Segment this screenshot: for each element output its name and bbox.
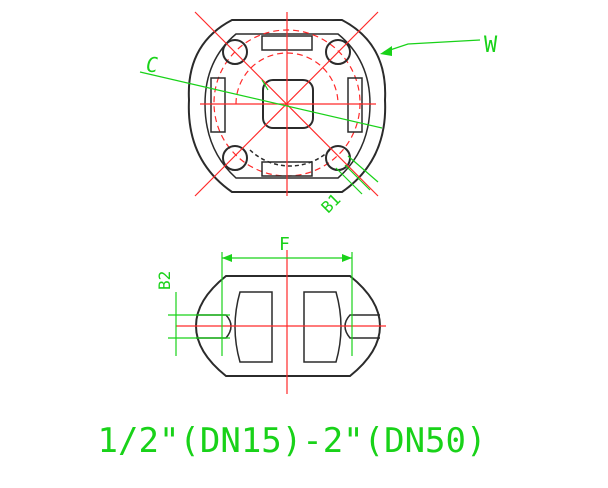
bolt-hole-top-left bbox=[222, 39, 248, 65]
dimension-arrow-f-left bbox=[222, 254, 232, 262]
side-view-right-block bbox=[303, 291, 342, 363]
dimension-line-c bbox=[139, 71, 383, 129]
bolt-hole-bottom-left bbox=[222, 145, 248, 171]
side-view: F B2 bbox=[155, 234, 386, 394]
dimension-line-b1-ext-2 bbox=[335, 167, 363, 195]
label-b1: B1 bbox=[317, 190, 344, 217]
slot-right bbox=[347, 77, 363, 133]
slot-bottom bbox=[261, 161, 313, 177]
slot-top bbox=[261, 35, 313, 51]
dimension-line-b1 bbox=[344, 164, 371, 191]
size-range-caption: 1/2"(DN15)-2"(DN50) bbox=[98, 421, 487, 461]
side-view-left-block bbox=[234, 291, 273, 363]
dimension-line-c-tick bbox=[261, 79, 269, 91]
top-view-inner-ring bbox=[204, 33, 371, 179]
leader-arrow-w bbox=[380, 46, 392, 56]
bolt-hole-top-right bbox=[325, 39, 351, 65]
label-c: C bbox=[146, 53, 158, 77]
dimension-line-b1-ext-1 bbox=[347, 155, 379, 183]
top-view: W C B1 bbox=[139, 11, 498, 217]
label-b2: B2 bbox=[155, 271, 174, 290]
leader-line-w bbox=[383, 39, 481, 53]
top-view-body-outline bbox=[187, 19, 387, 193]
slot-left bbox=[210, 77, 226, 133]
label-f: F bbox=[279, 234, 290, 255]
side-view-body-outline bbox=[194, 275, 382, 377]
top-view-inner-arc bbox=[235, 52, 339, 105]
dimension-arrow-f-right bbox=[342, 254, 352, 262]
label-w: W bbox=[484, 33, 498, 58]
top-view-diagonal-centerline-2 bbox=[194, 11, 379, 197]
top-view-inner-arc-2 bbox=[249, 149, 331, 167]
